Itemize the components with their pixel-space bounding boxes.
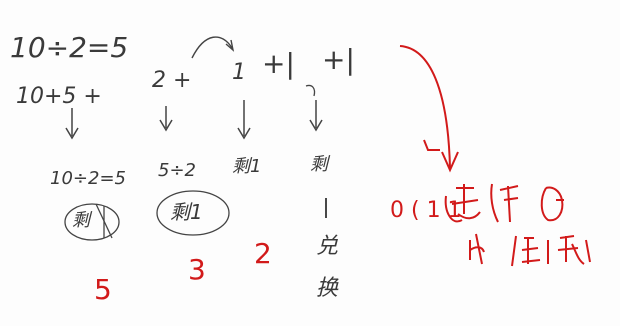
connector-curl	[305, 84, 316, 97]
result-2: 2	[254, 237, 272, 270]
row4-col2: 剩1	[170, 200, 203, 224]
red-mark	[423, 139, 440, 151]
expression-part-4: +|	[262, 47, 295, 80]
down-arrow-3	[237, 100, 251, 140]
top-curved-arrow	[191, 36, 233, 59]
row4-col1: 剩	[72, 210, 90, 231]
down-arrow-1	[65, 108, 79, 140]
top-curved-arrowhead	[225, 39, 235, 52]
row3-col2: 5÷2	[158, 160, 196, 181]
down-arrow-4	[309, 100, 323, 132]
exchange-char-2: 换	[316, 276, 339, 301]
result-3: 3	[188, 253, 206, 286]
row3-col4: 剩	[310, 154, 328, 175]
red-note-strokes	[444, 183, 591, 267]
down-arrow-2	[159, 106, 173, 132]
circle-crossed	[64, 203, 120, 241]
circle-remainder	[156, 190, 230, 236]
expression-part-3: 1	[232, 60, 246, 85]
equation-line-1: 10÷2=5	[10, 31, 129, 64]
red-curved-arrow	[399, 45, 451, 169]
row3-col3: 剩1	[232, 156, 262, 177]
expression-part-5: +|	[322, 43, 355, 76]
expression-part-1: 10+5 +	[16, 84, 102, 109]
red-arrowhead	[441, 151, 459, 173]
row3-col1: 10÷2=5	[50, 168, 126, 189]
exchange-char-1: 兑	[316, 234, 339, 259]
expression-part-2: 2 +	[152, 68, 192, 93]
result-5: 5	[94, 273, 112, 306]
note-line-1: 0 ( 1 1	[390, 198, 462, 223]
